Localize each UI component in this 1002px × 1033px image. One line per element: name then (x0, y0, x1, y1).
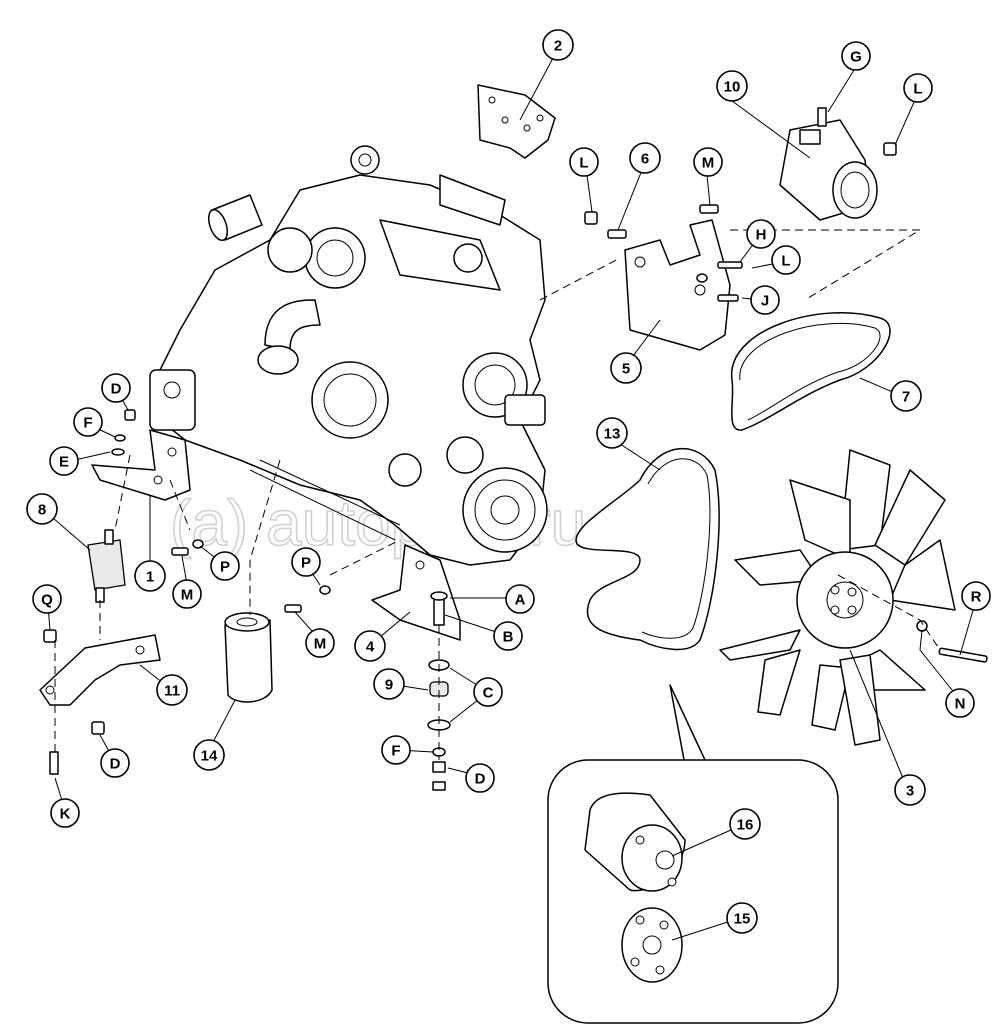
callout-C: C (473, 677, 503, 707)
svg-text:3: 3 (906, 783, 914, 800)
callout-M-center: M (305, 628, 335, 658)
svg-text:N: N (955, 696, 966, 713)
svg-text:J: J (761, 293, 769, 310)
svg-text:M: M (702, 155, 715, 172)
callout-F-left: F (73, 407, 103, 437)
svg-text:14: 14 (201, 748, 218, 765)
callout-A: A (505, 584, 535, 614)
callout-K: K (50, 798, 80, 828)
callout-P-center: P (291, 547, 321, 577)
callout-D-left-top: D (101, 373, 131, 403)
svg-text:H: H (756, 227, 767, 244)
svg-text:2: 2 (554, 38, 562, 55)
callout-M-top: M (693, 147, 723, 177)
callout-16: 16 (729, 808, 761, 840)
part-3-cooling-fan (719, 449, 956, 746)
svg-text:K: K (60, 806, 71, 823)
svg-text:P: P (220, 559, 230, 576)
callout-8: 8 (26, 493, 58, 525)
svg-text:4: 4 (366, 639, 375, 656)
callout-7: 7 (890, 380, 922, 412)
callout-P-left: P (210, 551, 240, 581)
part-8-rubber-mount (87, 529, 126, 603)
part-7-compressor-belt (731, 311, 891, 431)
part-1-left-bracket (91, 429, 191, 501)
callout-2: 2 (542, 29, 574, 61)
svg-text:C: C (483, 685, 494, 702)
svg-text:F: F (391, 743, 400, 760)
detail-inset (547, 684, 839, 1024)
callout-10: 10 (716, 70, 748, 102)
callout-R: R (961, 581, 991, 611)
callout-F-center: F (381, 735, 411, 765)
callout-L-top-right: L (903, 73, 933, 103)
part-11-lower-bracket (39, 634, 161, 706)
callout-3: 3 (894, 774, 926, 806)
callout-H: H (746, 219, 776, 249)
svg-text:1: 1 (146, 569, 154, 586)
callout-15: 15 (726, 902, 758, 934)
svg-text:M: M (181, 587, 194, 604)
part-13-drive-belt (575, 447, 720, 651)
svg-text:L: L (781, 253, 790, 270)
mount-hardware-stack (427, 591, 451, 791)
callout-9: 9 (373, 668, 405, 700)
svg-text:A: A (515, 592, 526, 609)
part-10-ac-compressor (779, 119, 878, 221)
callout-G: G (841, 41, 871, 71)
callout-5: 5 (610, 352, 642, 384)
svg-text:F: F (83, 415, 92, 432)
part-14-oil-filter (224, 612, 273, 703)
callout-M-left: M (172, 579, 202, 609)
callout-B: B (493, 621, 523, 651)
svg-text:15: 15 (734, 911, 751, 928)
svg-text:P: P (301, 555, 311, 572)
svg-text:10: 10 (724, 79, 741, 96)
fasteners (43, 107, 988, 775)
callout-14: 14 (193, 739, 225, 771)
svg-text:6: 6 (641, 151, 649, 168)
svg-text:D: D (111, 381, 122, 398)
part-5-compressor-bracket (624, 219, 731, 351)
svg-text:L: L (913, 81, 922, 98)
callout-N: N (945, 688, 975, 718)
svg-text:Q: Q (41, 592, 53, 609)
callout-13: 13 (596, 417, 628, 449)
callout-1: 1 (134, 560, 166, 592)
callout-E: E (49, 446, 79, 476)
svg-text:13: 13 (604, 426, 621, 443)
svg-text:8: 8 (38, 502, 46, 519)
svg-text:D: D (110, 756, 121, 773)
callout-Q: Q (32, 584, 62, 614)
svg-text:7: 7 (902, 389, 910, 406)
callout-J: J (750, 285, 780, 315)
callout-6: 6 (629, 142, 661, 174)
engine-assembly (149, 145, 548, 566)
svg-text:G: G (850, 49, 862, 66)
alignment-lines (54, 229, 941, 760)
svg-text:L: L (579, 155, 588, 172)
svg-text:D: D (475, 771, 486, 788)
svg-text:16: 16 (737, 817, 754, 834)
svg-text:R: R (971, 589, 982, 606)
svg-text:B: B (503, 629, 514, 646)
svg-text:5: 5 (622, 361, 630, 378)
callout-D-left-bottom: D (100, 748, 130, 778)
callout-4: 4 (354, 630, 386, 662)
svg-text:11: 11 (164, 683, 180, 700)
svg-text:M: M (314, 636, 327, 653)
callout-11: 11 (156, 674, 188, 706)
svg-text:E: E (59, 454, 69, 471)
callout-L-mid: L (771, 245, 801, 275)
svg-text:9: 9 (385, 677, 393, 694)
part-2-mount-bracket (477, 84, 556, 159)
callout-L-left: L (569, 147, 599, 177)
callout-D-center: D (465, 763, 495, 793)
